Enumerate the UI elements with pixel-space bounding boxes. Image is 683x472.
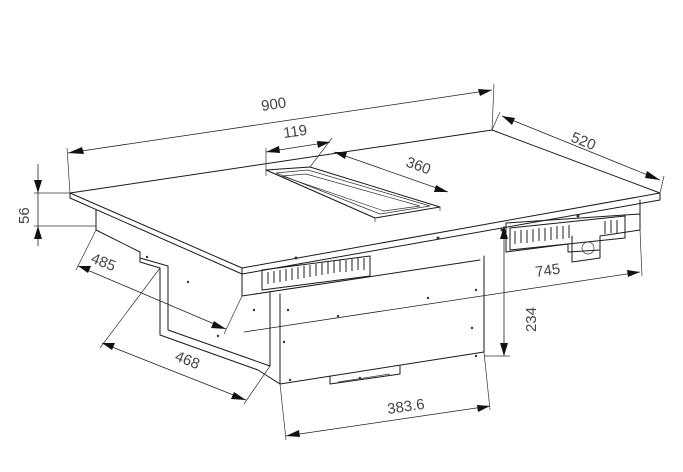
- dimension-56: 56: [16, 164, 96, 246]
- downdraft-vent: [265, 166, 441, 222]
- dim-383-6-label: 383.6: [386, 396, 426, 418]
- dim-360-label: 360: [404, 154, 433, 179]
- dim-485-label: 485: [89, 250, 119, 275]
- dim-520-label: 520: [569, 129, 599, 154]
- dimension-119: 119: [265, 122, 333, 170]
- front-vent-slots: [267, 258, 365, 284]
- dimension-520: 520: [491, 111, 665, 194]
- dim-56-label: 56: [16, 207, 33, 224]
- dimension-485: 485: [75, 229, 243, 335]
- dim-119-label: 119: [282, 122, 308, 142]
- dim-745-label: 745: [534, 261, 561, 281]
- dimension-745: 745: [243, 229, 643, 333]
- screw-dots: [145, 214, 580, 382]
- dimension-383-6: 383.6: [279, 351, 491, 441]
- dim-900-label: 900: [260, 94, 287, 115]
- dim-234-label: 234: [523, 307, 540, 332]
- right-vent-slots: [514, 220, 618, 244]
- dimension-234: 234: [484, 226, 540, 357]
- dimension-360: 360: [333, 151, 449, 193]
- dimension-900: 900: [66, 83, 495, 194]
- dim-468-label: 468: [173, 348, 203, 373]
